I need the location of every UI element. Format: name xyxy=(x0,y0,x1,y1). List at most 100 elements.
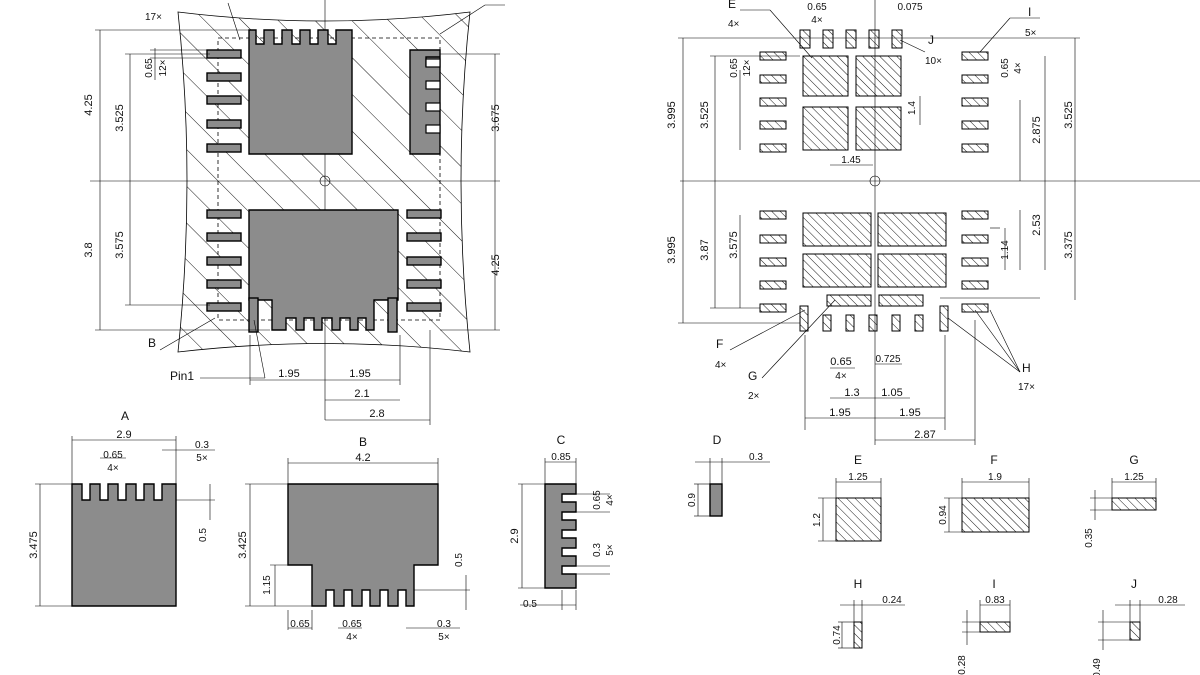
dim-2-875: 2.875 xyxy=(1031,116,1043,144)
detail-a-pitch: 0.65 xyxy=(103,450,123,461)
detail-j-height: 0.49 xyxy=(1092,658,1103,675)
callout-i-count: 5× xyxy=(1025,28,1037,39)
detail-g-width: 1.25 xyxy=(1124,472,1144,483)
detail-j-title: J xyxy=(1131,577,1137,591)
dim-4-25-lower: 4.25 xyxy=(490,254,502,275)
right-leads-lower xyxy=(406,209,442,312)
detail-b-slot-w: 0.3 xyxy=(437,619,451,630)
detail-e-width: 1.25 xyxy=(848,472,868,483)
stencil-h-pads xyxy=(799,305,949,332)
stencil-left-upper xyxy=(759,51,787,153)
dim-0-65-bottom-count: 4× xyxy=(835,371,847,382)
dim-pitch-left: 0.65 xyxy=(144,58,155,78)
stencil-f-pads xyxy=(802,212,947,288)
dim-3-525: 3.525 xyxy=(114,104,126,132)
dim-left-pitch: 0.65 xyxy=(729,58,740,78)
detail-i-width: 0.83 xyxy=(985,595,1005,606)
dim-top-pitch-count: 4× xyxy=(811,15,823,26)
dim-1-95-left: 1.95 xyxy=(829,407,850,419)
dim-3-525-left: 3.525 xyxy=(699,101,711,129)
dim-2-87: 2.87 xyxy=(914,429,935,441)
detail-a-title: A xyxy=(121,409,129,423)
dim-0-65-bottom: 0.65 xyxy=(830,356,851,368)
callout-pin1: Pin1 xyxy=(170,369,194,383)
detail-a-slot-count: 5× xyxy=(196,453,208,464)
dim-3-575-stencil: 3.575 xyxy=(728,231,740,259)
callout-j: J xyxy=(928,33,934,47)
dim-1-95-a: 1.95 xyxy=(278,368,299,380)
callout-g: G xyxy=(748,369,757,383)
detail-i-title: I xyxy=(992,577,995,591)
detail-b-height: 3.425 xyxy=(237,531,249,559)
detail-a-width: 2.9 xyxy=(116,429,131,441)
left-land-pattern-view: 4.25 3.525 3.8 3.575 0.65 12× 17× 3.675 … xyxy=(83,0,505,425)
callout-f-count: 4× xyxy=(715,360,727,371)
dim-2-1: 2.1 xyxy=(354,388,369,400)
detail-f: F 1.9 0.94 xyxy=(938,453,1030,533)
detail-a-height: 3.475 xyxy=(28,531,40,559)
dim-3-8: 3.8 xyxy=(83,242,95,257)
detail-d-width: 0.3 xyxy=(749,452,763,463)
detail-c-slot: 0.3 xyxy=(592,543,603,557)
detail-c-depth: 0.5 xyxy=(523,599,537,610)
detail-h-width: 0.24 xyxy=(882,595,902,606)
detail-a-slot-h: 0.5 xyxy=(198,528,209,542)
stencil-j-pads xyxy=(799,29,903,49)
dim-1-3: 1.3 xyxy=(844,387,859,399)
callout-h-count: 17× xyxy=(1018,382,1035,393)
detail-b-pitch-count: 4× xyxy=(346,632,358,643)
detail-i: I 0.83 0.28 xyxy=(957,577,1011,675)
detail-h-title: H xyxy=(854,577,863,591)
right-dimensions xyxy=(678,37,1080,445)
detail-a: A 2.9 3.475 0.65 4× 0.3 5× 0.5 xyxy=(28,409,215,607)
dim-1-95-b: 1.95 xyxy=(349,368,370,380)
detail-h-height: 0.74 xyxy=(832,625,843,645)
callout-f: F xyxy=(716,337,723,351)
dim-right-pitch-count: 4× xyxy=(1013,62,1024,74)
detail-c-pitch: 0.65 xyxy=(592,490,603,510)
detail-c-title: C xyxy=(557,433,566,447)
stencil-right-upper xyxy=(961,51,989,153)
dim-3-87: 3.87 xyxy=(699,239,711,260)
detail-c-height: 2.9 xyxy=(509,528,521,543)
detail-f-title: F xyxy=(990,453,997,467)
detail-h: H 0.24 0.74 xyxy=(832,577,905,649)
exposed-pad-lower xyxy=(248,209,399,331)
dim-right-pitch: 0.65 xyxy=(1000,58,1011,78)
detail-i-height: 0.28 xyxy=(957,655,968,675)
detail-b-pitch: 0.65 xyxy=(342,619,362,630)
dim-3-995-upper: 3.995 xyxy=(666,101,678,129)
detail-g-height: 0.35 xyxy=(1084,528,1095,548)
detail-j: J 0.28 0.49 xyxy=(1092,577,1185,675)
dim-offset: 0.075 xyxy=(897,2,922,13)
stencil-right-lower xyxy=(961,210,989,313)
stencil-left-lower xyxy=(759,210,787,313)
detail-b-title: B xyxy=(359,435,367,449)
callout-e: E xyxy=(728,0,736,11)
detail-c: C 0.85 2.9 0.65 4× 0.3 5× 0.5 xyxy=(509,433,616,610)
callout-h: H xyxy=(1022,361,1031,375)
detail-e-title: E xyxy=(854,453,862,467)
dim-4-25-upper: 4.25 xyxy=(83,94,95,115)
detail-b-slot-count: 5× xyxy=(438,632,450,643)
detail-e: E 1.25 1.2 xyxy=(812,453,882,542)
dim-1-4: 1.4 xyxy=(907,101,918,115)
dim-3-995-lower: 3.995 xyxy=(666,236,678,264)
callout-j-count: 10× xyxy=(925,56,942,67)
detail-d-height: 0.9 xyxy=(687,493,698,507)
exposed-pad-upper xyxy=(248,29,353,155)
detail-a-slot-w: 0.3 xyxy=(195,440,209,451)
detail-c-pitch-count: 4× xyxy=(605,494,616,506)
dim-1-14: 1.14 xyxy=(1000,240,1011,260)
callout-g-count: 2× xyxy=(748,391,760,402)
callout-e-count: 4× xyxy=(728,19,740,30)
detail-g-title: G xyxy=(1129,453,1138,467)
detail-b-width: 4.2 xyxy=(355,452,370,464)
callout-i: I xyxy=(1028,5,1031,19)
left-leads-upper xyxy=(206,49,242,153)
dim-2-53: 2.53 xyxy=(1031,214,1043,235)
dim-left-pitch-count: 12× xyxy=(742,59,753,76)
dim-3-675: 3.675 xyxy=(490,104,502,132)
detail-b-slot-h: 0.5 xyxy=(454,553,465,567)
